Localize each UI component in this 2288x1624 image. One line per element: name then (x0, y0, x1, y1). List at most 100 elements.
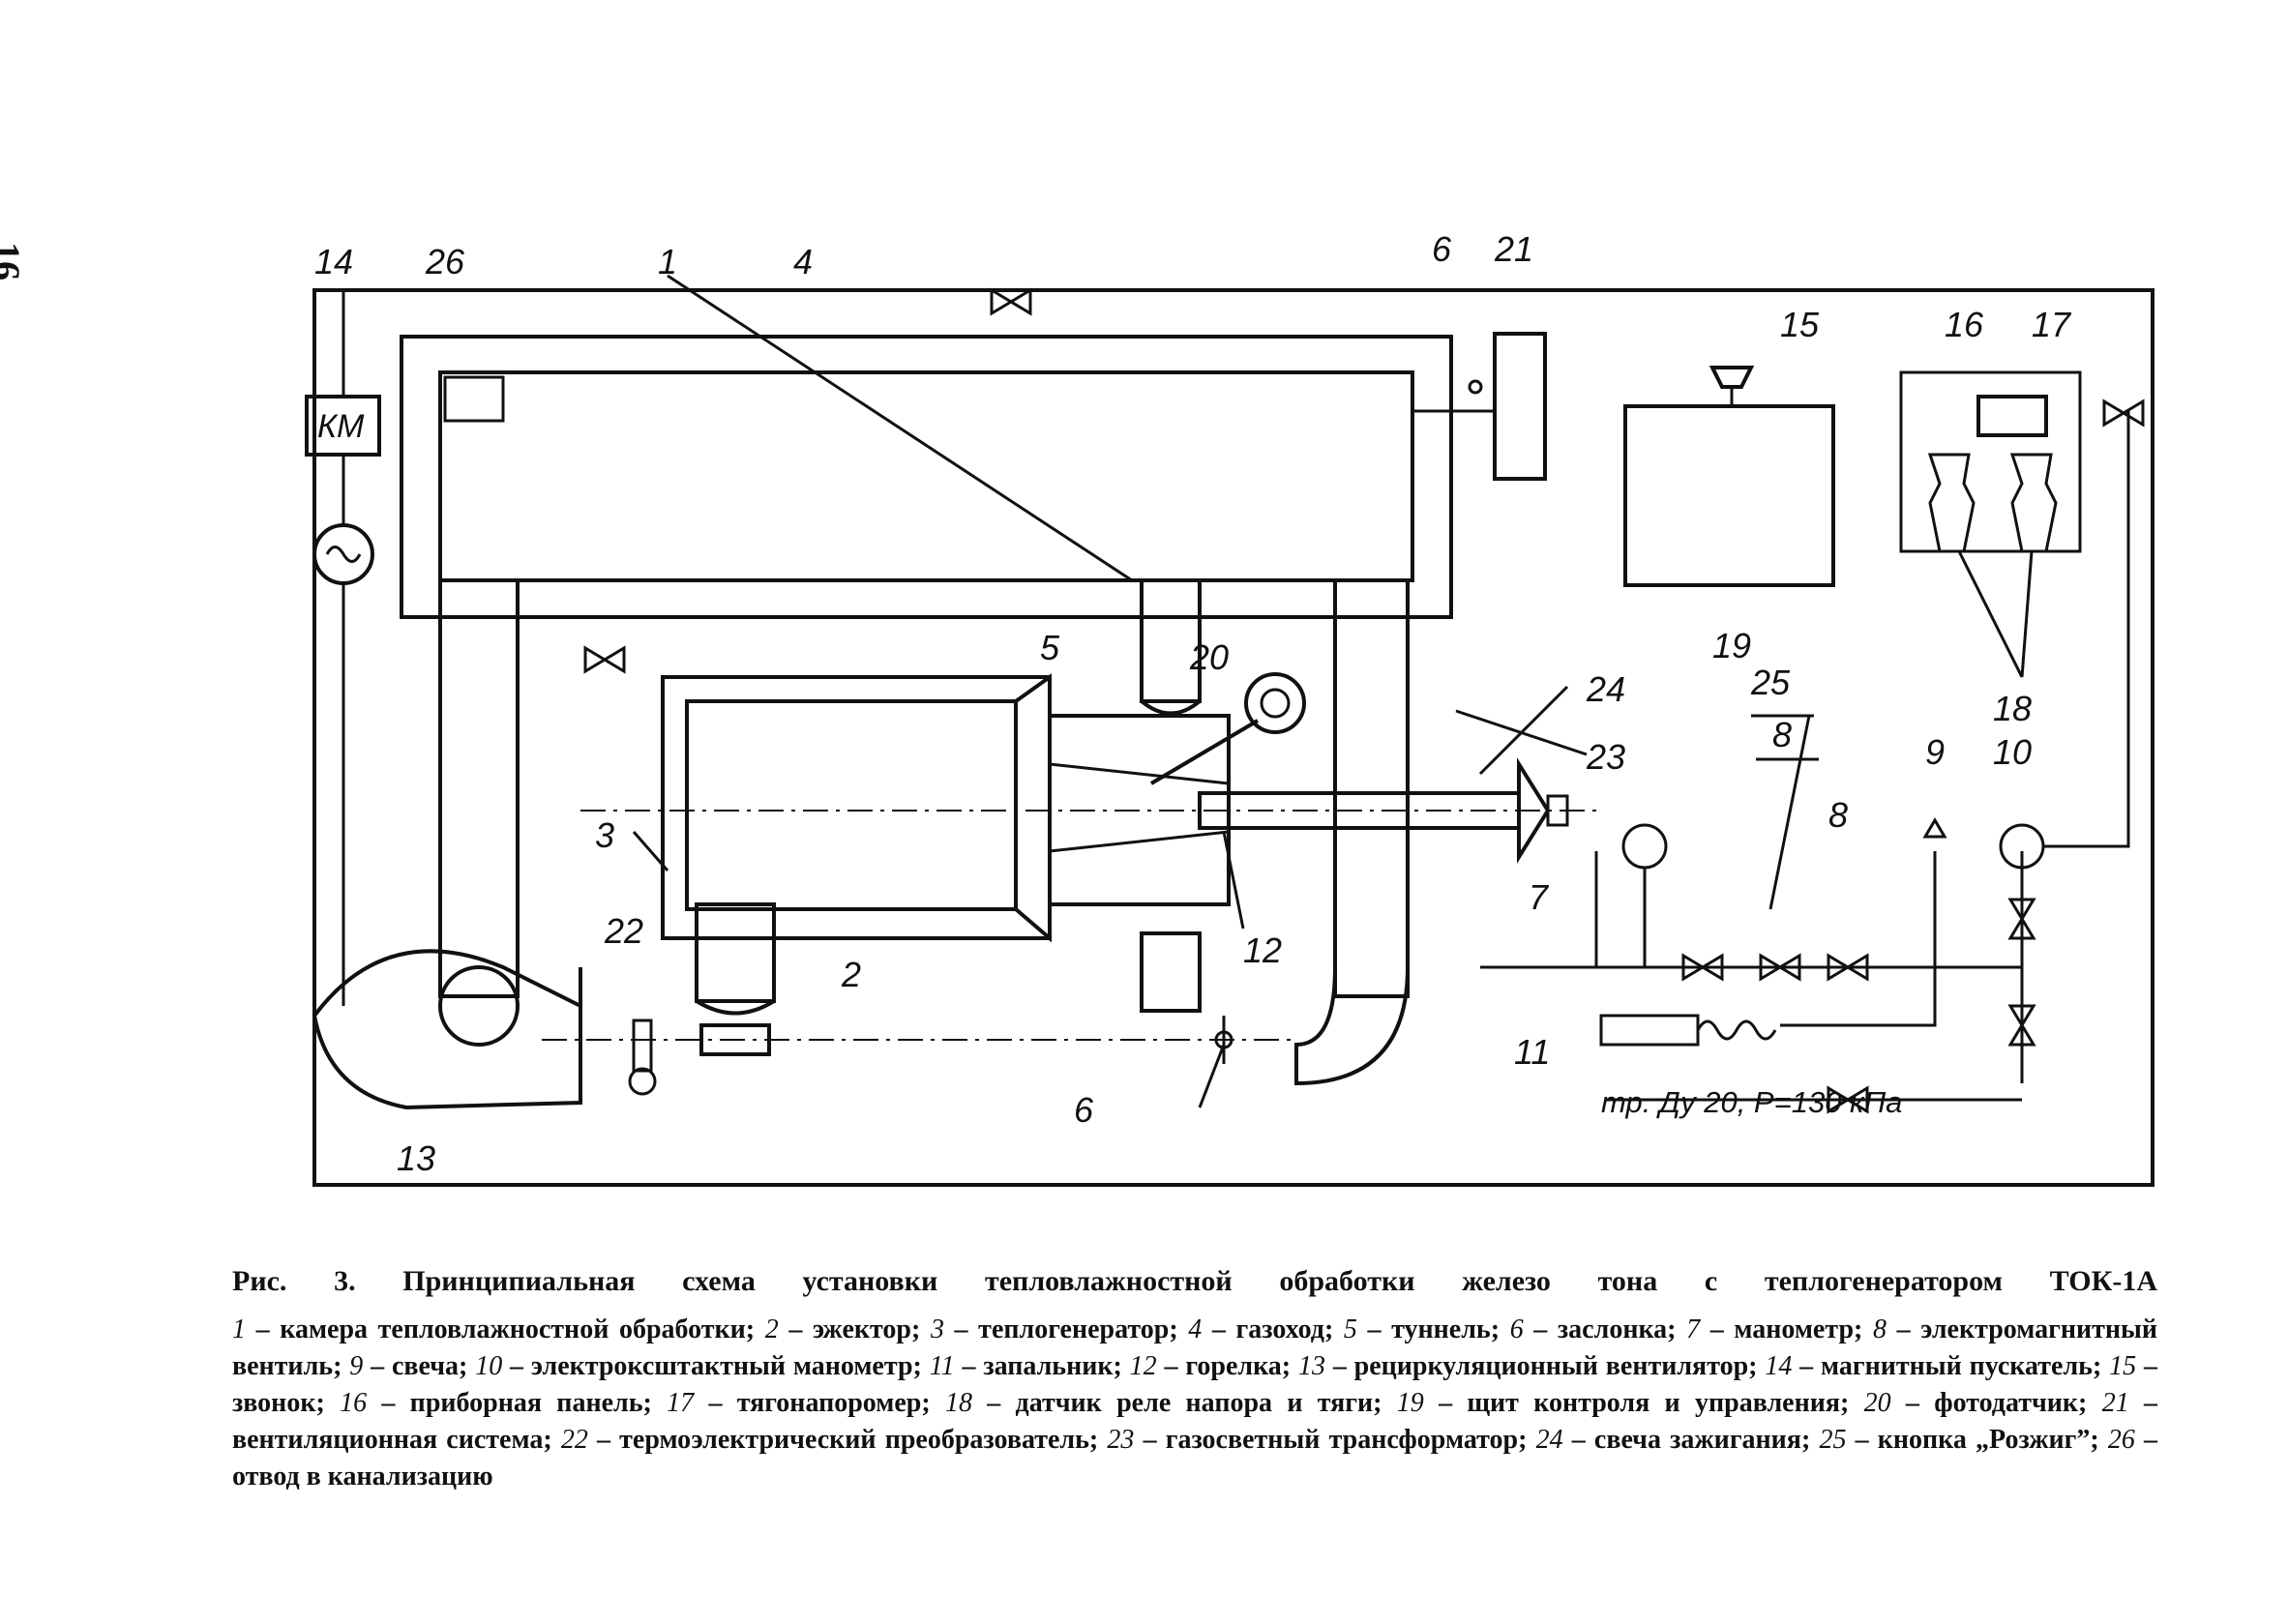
callout-1: 1 (658, 242, 677, 281)
magnetic-starter: КМ (305, 290, 381, 1006)
legend-item: 5 – туннель; (1344, 1314, 1510, 1344)
legend-number: 19 (1396, 1388, 1424, 1418)
legend-item: 13 – рециркуляционный вентилятор; (1298, 1351, 1765, 1381)
legend-text: – рециркуляционный вентилятор; (1324, 1351, 1766, 1381)
legend-item: 10 – электроксштактный манометр; (475, 1351, 930, 1381)
recirculation-fan (312, 949, 1296, 1110)
legend-item: 4 – газоход; (1188, 1314, 1344, 1344)
legend-text: – свеча зажигания; (1562, 1425, 1820, 1455)
legend-item: 6 – заслонка; (1510, 1314, 1686, 1344)
legend-text: – звонок; (232, 1351, 2158, 1418)
callout-26: 26 (425, 242, 465, 281)
leader-lines (632, 274, 2034, 1108)
legend-text: – газосветный трансформатор; (1134, 1425, 1536, 1455)
callout-16: 16 (1945, 305, 1984, 344)
legend-item: 25 – кнопка „Розжиг”; (1819, 1425, 2107, 1455)
legend-number: 7 (1686, 1314, 1701, 1344)
callout-18: 18 (1993, 689, 2032, 728)
km-label: КМ (317, 408, 365, 445)
caption-legend: 1 – камера тепловлажностной обработки; 2… (232, 1312, 2157, 1495)
legend-text: – магнитный пускатель; (1792, 1351, 2110, 1381)
legend-text: – эжектор; (778, 1314, 931, 1344)
callout-23: 23 (1586, 737, 1625, 777)
legend-text: – камера тепловлажностной обработки; (246, 1314, 765, 1344)
legend-item: 20 – фотодатчик; (1864, 1388, 2102, 1418)
callout-6-top: 6 (1432, 229, 1452, 269)
callout-19: 19 (1712, 626, 1751, 665)
callout-labels: 14 26 1 4 6 21 15 16 17 20 5 24 23 25 8 … (314, 229, 2072, 1178)
callout-22: 22 (604, 911, 643, 951)
legend-text: – свеча; (363, 1351, 476, 1381)
legend-number: 3 (930, 1314, 944, 1344)
chamber (400, 335, 1453, 619)
outer-frame (312, 288, 2154, 1187)
legend-text: – запальник; (954, 1351, 1130, 1381)
callout-17: 17 (2032, 305, 2072, 344)
schematic-diagram: КМ (305, 229, 2154, 1187)
legend-number: 11 (929, 1351, 955, 1381)
legend-number: 18 (944, 1388, 972, 1418)
legend-text: – манометр; (1700, 1314, 1873, 1344)
legend-item: 16 – приборная панель; (340, 1388, 667, 1418)
callout-8-box: 8 (1772, 715, 1792, 754)
legend-number: 25 (1819, 1425, 1847, 1455)
legend-item: 9 – свеча; (349, 1351, 475, 1381)
legend-text: – электроксштактный манометр; (502, 1351, 930, 1381)
legend-item: 12 – горелка; (1130, 1351, 1298, 1381)
legend-number: 24 (1535, 1425, 1563, 1455)
legend-number: 22 (560, 1425, 588, 1455)
valves (583, 287, 2145, 1114)
legend-number: 14 (1765, 1351, 1793, 1381)
legend-text: – вентиляционная система; (232, 1388, 2158, 1455)
legend-item: 14 – магнитный пускатель; (1765, 1351, 2109, 1381)
legend-item: 2 – эжектор; (765, 1314, 931, 1344)
callout-12: 12 (1243, 930, 1282, 970)
burner (1198, 757, 1569, 864)
thermocouple (628, 1019, 657, 1096)
legend-number: 17 (667, 1388, 695, 1418)
callout-2: 2 (841, 955, 861, 994)
ventilation-system (1412, 332, 1547, 481)
pipe-note: тр. Ду 20, Р=130 кПа (1601, 1085, 1902, 1119)
legend-item: 15 – звонок; (232, 1351, 2157, 1418)
callout-6-bottom: 6 (1074, 1090, 1094, 1130)
legend-item: 19 – щит контроля и управления; (1397, 1388, 1864, 1418)
legend-text: – электромагнитный вентиль; (232, 1314, 2157, 1381)
callout-20: 20 (1189, 637, 1229, 677)
legend-number: 26 (2107, 1425, 2135, 1455)
legend-text: – газоход; (1202, 1314, 1344, 1344)
legend-item: 8 – электромагнитный вентиль; (232, 1314, 2157, 1381)
legend-item: 18 – датчик реле напора и тяги; (945, 1388, 1397, 1418)
legend-item: 22 – термоэлектрический преобразователь; (561, 1425, 1108, 1455)
legend-number: 13 (1297, 1351, 1325, 1381)
callout-3: 3 (595, 815, 614, 855)
ejector (699, 1023, 771, 1056)
legend-number: 8 (1872, 1314, 1887, 1344)
callout-21: 21 (1494, 229, 1533, 269)
legend-number: 12 (1129, 1351, 1157, 1381)
legend-item: 26 – отвод в канализацию (232, 1425, 2157, 1491)
legend-text: – щит контроля и управления; (1423, 1388, 1864, 1418)
legend-text: – горелка; (1156, 1351, 1298, 1381)
legend-number: 21 (2101, 1388, 2129, 1418)
callout-24: 24 (1586, 669, 1625, 709)
legend-number: 4 (1188, 1314, 1203, 1344)
callout-9: 9 (1925, 732, 1945, 772)
legend-number: 6 (1509, 1314, 1524, 1344)
callout-8: 8 (1828, 795, 1848, 835)
legend-text: – датчик реле напора и тяги; (971, 1388, 1397, 1418)
legend-item: 24 – свеча зажигания; (1536, 1425, 1820, 1455)
figure-caption: Рис. 3. Принципиальная схема установки т… (232, 1265, 2157, 1495)
legend-number: 20 (1863, 1388, 1891, 1418)
legend-number: 5 (1343, 1314, 1357, 1344)
callout-10: 10 (1993, 732, 2032, 772)
legend-item: 23 – газосветный трансформатор; (1107, 1425, 1535, 1455)
callout-14: 14 (314, 242, 353, 281)
gas-piping (1480, 290, 2154, 1185)
legend-number: 2 (764, 1314, 779, 1344)
legend-text: – отвод в канализацию (232, 1425, 2158, 1491)
callout-11: 11 (1514, 1032, 1550, 1072)
control-panel (1623, 366, 1835, 587)
heat-generator (580, 673, 1596, 1016)
legend-number: 16 (340, 1388, 368, 1418)
